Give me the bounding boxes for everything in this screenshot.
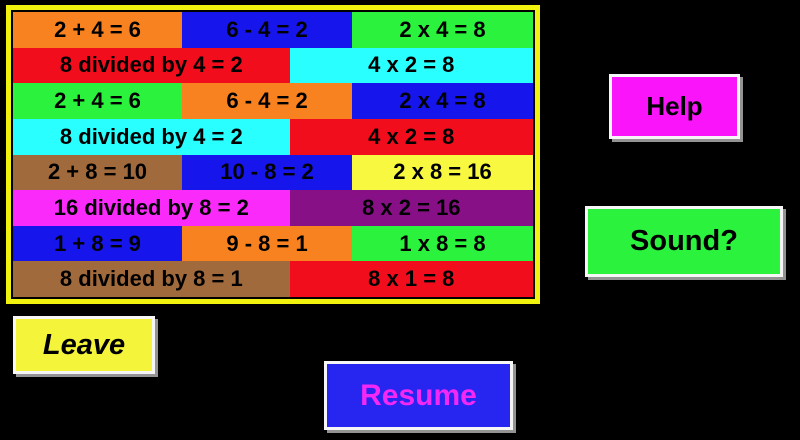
equation-tile[interactable]: 4 x 2 = 8 xyxy=(289,118,533,155)
equation-tile[interactable]: 8 divided by 4 = 2 xyxy=(13,118,290,155)
equation-tile[interactable]: 1 x 8 = 8 xyxy=(352,225,533,262)
equation-tile[interactable]: 2 x 4 = 8 xyxy=(352,12,533,48)
equation-tile[interactable]: 9 - 8 = 1 xyxy=(182,225,353,262)
help-button[interactable]: Help xyxy=(609,74,740,139)
resume-button[interactable]: Resume xyxy=(324,361,513,430)
equation-tile[interactable]: 6 - 4 = 2 xyxy=(182,83,353,119)
equation-tile[interactable]: 2 x 8 = 16 xyxy=(352,154,533,191)
equation-tile[interactable]: 2 + 4 = 6 xyxy=(13,83,182,119)
equation-tile[interactable]: 8 divided by 8 = 1 xyxy=(13,261,290,297)
equation-tile[interactable]: 4 x 2 = 8 xyxy=(289,47,533,84)
equation-tile[interactable]: 2 x 4 = 8 xyxy=(352,83,533,119)
equation-tile[interactable]: 10 - 8 = 2 xyxy=(182,154,353,191)
leave-button[interactable]: Leave xyxy=(13,316,155,374)
equation-tile[interactable]: 8 x 2 = 16 xyxy=(289,190,533,226)
equation-tile[interactable]: 2 + 4 = 6 xyxy=(13,12,182,48)
equation-tile[interactable]: 8 divided by 4 = 2 xyxy=(13,47,290,84)
equation-tile[interactable]: 2 + 8 = 10 xyxy=(13,154,182,191)
sound-button[interactable]: Sound? xyxy=(585,206,783,277)
equation-tile[interactable]: 8 x 1 = 8 xyxy=(289,261,533,297)
equation-tile[interactable]: 6 - 4 = 2 xyxy=(182,12,353,48)
equation-tile[interactable]: 16 divided by 8 = 2 xyxy=(13,190,290,226)
equation-tile[interactable]: 1 + 8 = 9 xyxy=(13,225,182,262)
